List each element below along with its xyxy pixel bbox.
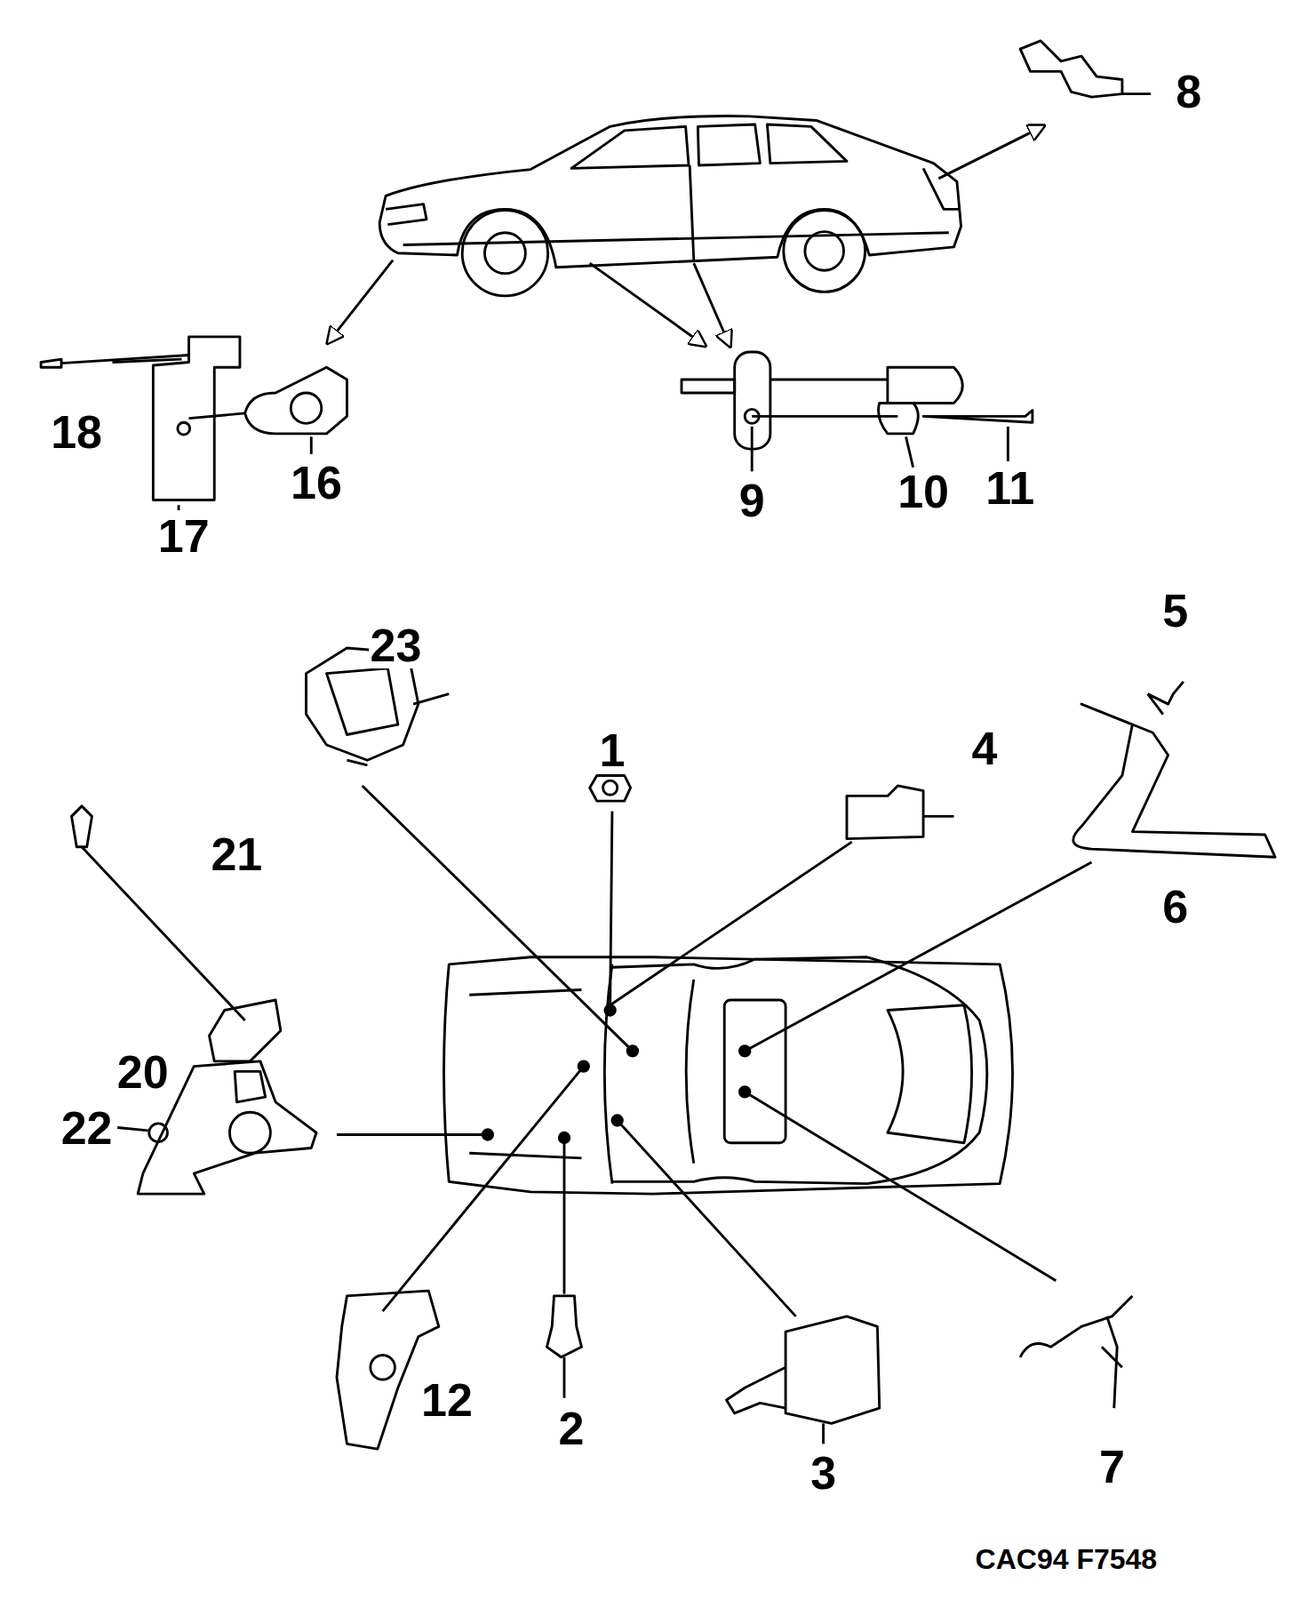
callout-number: 5: [1160, 587, 1190, 634]
callout-number: 3: [808, 1449, 838, 1496]
callout-number: 1: [597, 726, 627, 774]
callout-number: 10: [895, 468, 951, 515]
callout-number: 18: [48, 408, 104, 455]
callout-number: 12: [419, 1376, 475, 1423]
callout-number: 7: [1097, 1443, 1127, 1490]
drawing-code: CAC94 F7548: [973, 1544, 1160, 1573]
callout-number: 8: [1173, 68, 1204, 115]
callout-number: 23: [368, 622, 424, 669]
callout-number: 9: [737, 477, 767, 524]
callout-number: 2: [557, 1404, 587, 1452]
callout-number: 6: [1160, 883, 1190, 930]
callout-number: 22: [59, 1104, 115, 1151]
callout-number: 17: [156, 512, 212, 559]
callout-number: 4: [970, 725, 1000, 772]
callout-number: 21: [208, 830, 264, 878]
callout-number: 16: [288, 459, 344, 506]
callout-number: 20: [115, 1048, 171, 1095]
callout-number: 11: [983, 464, 1037, 511]
